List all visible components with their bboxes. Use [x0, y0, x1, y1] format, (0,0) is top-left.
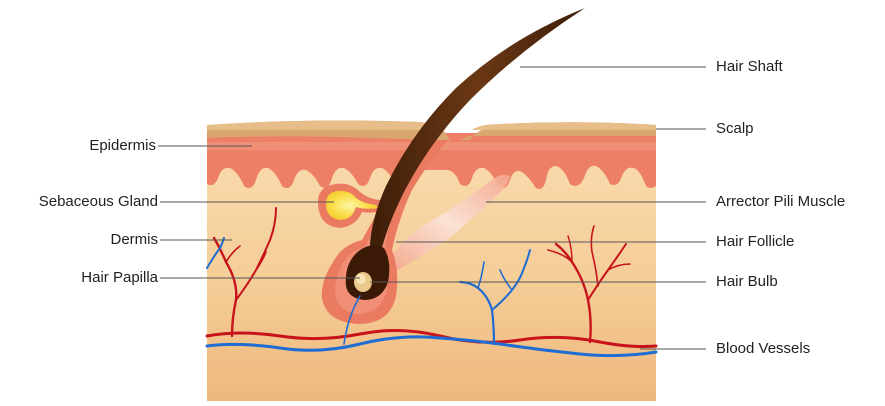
label-epidermis: Epidermis — [52, 137, 156, 155]
hair-papilla-highlight — [356, 274, 366, 284]
label-arrector-pili-muscle: Arrector Pili Muscle — [716, 193, 845, 211]
label-hair-papilla: Hair Papilla — [40, 269, 158, 287]
label-dermis: Dermis — [60, 231, 158, 249]
label-blood-vessels: Blood Vessels — [716, 340, 810, 358]
label-scalp: Scalp — [716, 120, 754, 138]
scalp-surface-top — [207, 121, 446, 130]
label-hair-bulb: Hair Bulb — [716, 273, 778, 291]
label-hair-shaft: Hair Shaft — [716, 58, 783, 76]
label-hair-follicle: Hair Follicle — [716, 233, 794, 251]
scalp-surface-top-right — [472, 122, 656, 130]
label-sebaceous-gland: Sebaceous Gland — [6, 193, 158, 211]
dermis-layer — [207, 135, 656, 401]
